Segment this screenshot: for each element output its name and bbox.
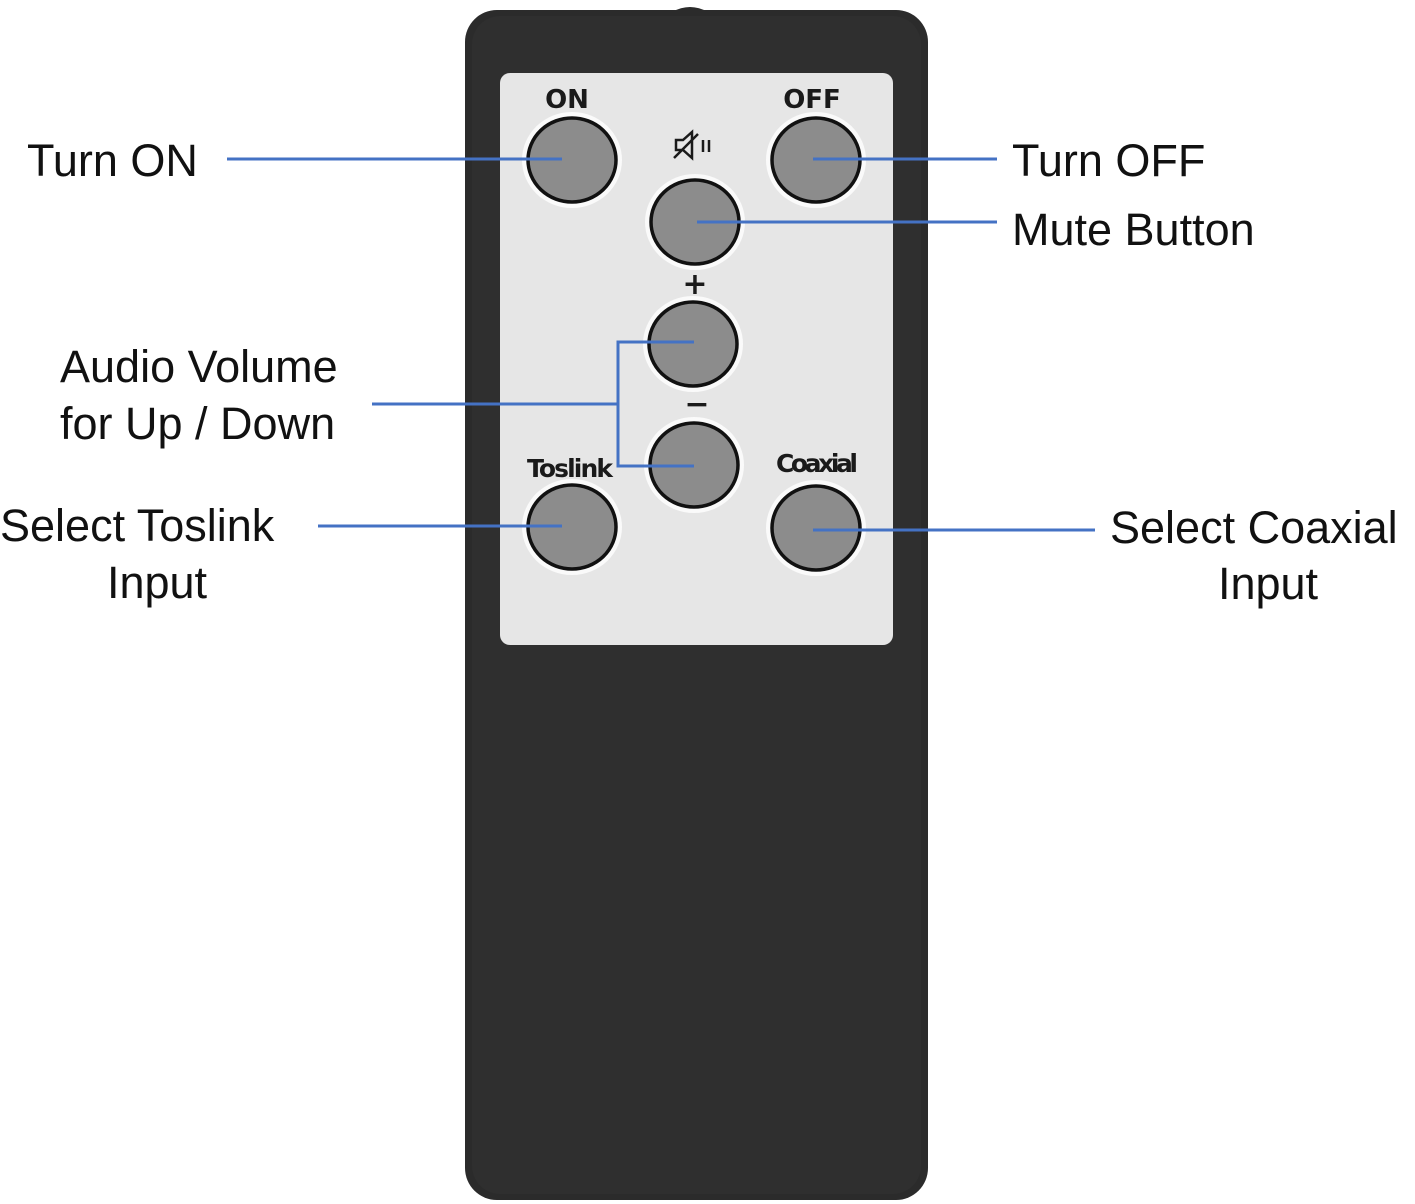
volume-callout-line	[372, 340, 694, 468]
coaxial-label-line2: Input	[1218, 558, 1319, 609]
plus-key-label: +	[682, 267, 707, 302]
volume-label-line1: Audio Volume	[60, 341, 338, 392]
mute-button-label: Mute Button	[1012, 204, 1255, 255]
on-key-label: ON	[545, 85, 589, 115]
minus-key-label: −	[684, 387, 709, 422]
speaker-muted-icon	[673, 129, 711, 161]
coaxial-button[interactable]	[766, 480, 866, 576]
mute-button[interactable]	[645, 174, 745, 270]
coaxial-key-label: Coaxial	[776, 449, 858, 478]
volume-label-line2: for Up / Down	[60, 398, 335, 449]
off-key-label: OFF	[783, 85, 841, 115]
volume-up-button[interactable]	[643, 296, 743, 392]
toslink-label-line2: Input	[107, 557, 208, 608]
toslink-key-label: Toslink	[527, 454, 614, 483]
toslink-label-line1: Select Toslink	[0, 500, 275, 551]
turn-off-label: Turn OFF	[1012, 135, 1205, 186]
coaxial-label-line1: Select Coaxial	[1110, 502, 1398, 553]
turn-on-label: Turn ON	[27, 135, 198, 186]
